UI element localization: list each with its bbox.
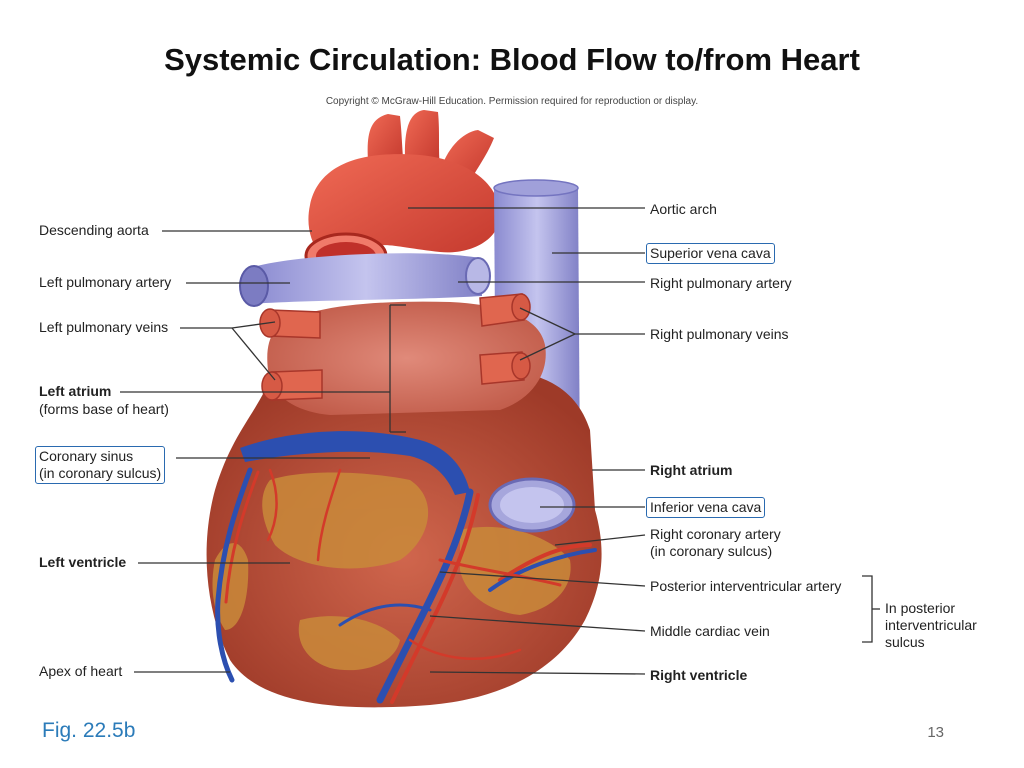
label-aortic-arch: Aortic arch	[650, 201, 717, 217]
left-atrium-region	[267, 301, 546, 415]
label-sulcus-group-line2: interventricular	[885, 617, 977, 633]
label-middle-cardiac-vein: Middle cardiac vein	[650, 623, 770, 639]
label-posterior-interventricular-artery: Posterior interventricular artery	[650, 578, 842, 594]
slide-title: Systemic Circulation: Blood Flow to/from…	[164, 42, 860, 77]
label-right-pulmonary-veins: Right pulmonary veins	[650, 326, 789, 342]
coronary-vessels	[215, 467, 597, 704]
label-left-atrium: Left atrium	[39, 383, 112, 399]
figure-label: Fig. 22.5b	[42, 719, 136, 742]
label-coronary-sinus-note: (in coronary sulcus)	[39, 465, 162, 481]
label-coronary-sinus: Coronary sinus (in coronary sulcus)	[35, 446, 166, 484]
label-right-ventricle: Right ventricle	[650, 667, 748, 683]
label-sulcus-group-line3: sulcus	[885, 634, 925, 650]
label-left-pulmonary-artery: Left pulmonary artery	[39, 274, 172, 290]
label-left-atrium-note: (forms base of heart)	[39, 401, 169, 417]
label-sulcus-group-line1: In posterior	[885, 600, 956, 616]
page-number: 13	[927, 724, 944, 741]
label-right-coronary-artery-note: (in coronary sulcus)	[650, 543, 773, 559]
label-apex-of-heart: Apex of heart	[39, 663, 123, 679]
label-left-pulmonary-veins: Left pulmonary veins	[39, 319, 169, 335]
leader-lines	[120, 207, 880, 675]
pulmonary-artery-vessel	[250, 253, 482, 304]
label-coronary-sinus-name: Coronary sinus	[39, 448, 134, 464]
label-right-atrium: Right atrium	[650, 462, 733, 478]
label-superior-vena-cava: Superior vena cava	[646, 243, 775, 264]
copyright-notice: Copyright © McGraw-Hill Education. Permi…	[325, 96, 699, 107]
label-descending-aorta: Descending aorta	[39, 222, 149, 238]
label-inferior-vena-cava: Inferior vena cava	[646, 497, 766, 518]
label-left-ventricle: Left ventricle	[39, 554, 127, 570]
label-right-pulmonary-artery: Right pulmonary artery	[650, 275, 792, 291]
label-right-coronary-artery: Right coronary artery	[650, 526, 781, 542]
aortic-branches	[367, 110, 494, 186]
coronary-sinus-vessel	[240, 431, 470, 495]
